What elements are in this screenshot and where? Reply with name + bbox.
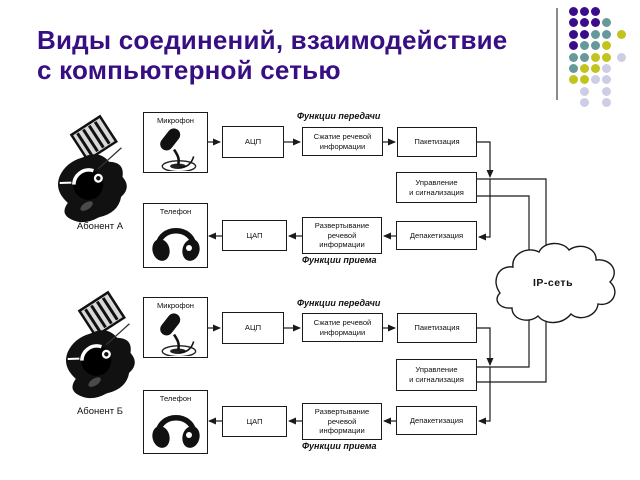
decorative-dot xyxy=(602,64,611,73)
box-compression-b: Сжатие речевой информации xyxy=(302,313,383,342)
box-compression-a-label: Сжатие речевой информации xyxy=(313,131,372,151)
decorative-dot xyxy=(602,41,611,51)
decorative-dot xyxy=(569,41,578,51)
box-telephone-a-label: Телефон xyxy=(159,207,192,216)
decorative-dot xyxy=(591,7,600,16)
box-compression-b-label: Сжатие речевой информации xyxy=(313,317,372,337)
headphones-icon xyxy=(147,404,205,450)
box-adc-b: АЦП xyxy=(222,312,284,344)
box-depacketization-a-label: Депакетизация xyxy=(409,230,464,240)
box-control-b: Управление и сигнализация xyxy=(396,359,477,391)
subscriber-a-label: Абонент А xyxy=(76,221,124,232)
decorative-dot xyxy=(617,29,626,39)
box-depacketization-b: Депакетизация xyxy=(396,406,477,435)
decorative-dot xyxy=(569,75,578,85)
box-adc-a: АЦП xyxy=(222,126,284,158)
decorative-dot xyxy=(591,41,600,51)
box-packetization-b-label: Пакетизация xyxy=(414,323,460,333)
decorative-dot xyxy=(569,52,578,62)
subscriber-a-picture xyxy=(29,114,150,236)
decorative-dot xyxy=(580,7,589,16)
box-microphone-a-label: Микрофон xyxy=(156,116,194,125)
decorative-dot xyxy=(602,52,611,62)
decorative-dot xyxy=(569,7,578,16)
box-telephone-a: Телефон xyxy=(143,203,208,268)
subscriber-b-picture xyxy=(37,290,158,412)
box-decompression-a: Развертывание речевой информации xyxy=(302,217,382,254)
box-depacketization-b-label: Депакетизация xyxy=(409,415,464,425)
decorative-dot xyxy=(602,18,611,28)
decorative-dot xyxy=(569,29,578,39)
box-microphone-a: Микрофон xyxy=(143,112,208,173)
slide-title: Виды соединений, взаимодействие с компью… xyxy=(37,25,507,85)
decorative-dot xyxy=(591,52,600,62)
decorative-dot xyxy=(580,64,589,73)
box-dac-a-label: ЦАП xyxy=(246,230,263,240)
headphones-icon xyxy=(147,217,205,263)
decorative-dot xyxy=(580,41,589,51)
box-dac-b-label: ЦАП xyxy=(246,416,263,426)
dots-decoration xyxy=(569,7,639,112)
receive-functions-label-a: Функции приема xyxy=(302,255,377,265)
box-decompression-a-label: Развертывание речевой информации xyxy=(314,220,370,250)
decorative-dot xyxy=(580,86,589,96)
decorative-dot xyxy=(602,75,611,85)
box-adc-a-label: АЦП xyxy=(244,137,262,147)
transmit-functions-label-a: Функции передачи xyxy=(297,111,381,121)
box-telephone-b-label: Телефон xyxy=(159,394,192,403)
decorative-dot xyxy=(602,86,611,96)
subscriber-b-label: Абонент Б xyxy=(76,406,124,417)
microphone-icon xyxy=(155,125,197,171)
ip-network-cloud xyxy=(495,242,616,324)
decorative-dot xyxy=(580,75,589,85)
title-line-1: Виды соединений, взаимодействие xyxy=(37,25,508,55)
decorative-dot xyxy=(580,18,589,28)
decorative-dot xyxy=(591,64,600,73)
box-packetization-a-label: Пакетизация xyxy=(414,137,460,147)
decorative-dot xyxy=(591,75,600,85)
decorative-dot xyxy=(617,52,626,62)
box-microphone-b-label: Микрофон xyxy=(156,301,194,310)
box-microphone-b: Микрофон xyxy=(143,297,208,358)
box-dac-b: ЦАП xyxy=(222,406,287,437)
box-packetization-b: Пакетизация xyxy=(397,313,477,343)
decorative-dot xyxy=(580,29,589,39)
box-control-b-label: Управление и сигнализация xyxy=(409,365,464,384)
decorative-vertical-line xyxy=(556,8,558,100)
decorative-dot xyxy=(602,29,611,39)
box-dac-a: ЦАП xyxy=(222,220,287,251)
decorative-dot xyxy=(580,98,589,108)
title-line-2: с компьютерной сетью xyxy=(37,55,341,85)
transmit-functions-label-b: Функции передачи xyxy=(297,298,381,308)
box-adc-b-label: АЦП xyxy=(244,323,262,333)
box-decompression-b-label: Развертывание речевой информации xyxy=(314,406,370,436)
box-control-a-label: Управление и сигнализация xyxy=(409,177,464,197)
box-packetization-a: Пакетизация xyxy=(397,127,477,157)
microphone-icon xyxy=(155,310,197,356)
decorative-dot xyxy=(602,98,611,108)
box-decompression-b: Развертывание речевой информации xyxy=(302,403,382,440)
decorative-dot xyxy=(569,64,578,73)
box-compression-a: Сжатие речевой информации xyxy=(302,127,383,156)
box-telephone-b: Телефон xyxy=(143,390,208,454)
decorative-dot xyxy=(591,18,600,28)
box-depacketization-a: Депакетизация xyxy=(396,221,477,250)
ip-network-label: IP-сеть xyxy=(532,277,574,289)
decorative-dot xyxy=(591,29,600,39)
decorative-dot xyxy=(569,18,578,28)
receive-functions-label-b: Функции приема xyxy=(302,441,377,451)
box-control-a: Управление и сигнализация xyxy=(396,172,477,203)
decorative-dot xyxy=(580,52,589,62)
